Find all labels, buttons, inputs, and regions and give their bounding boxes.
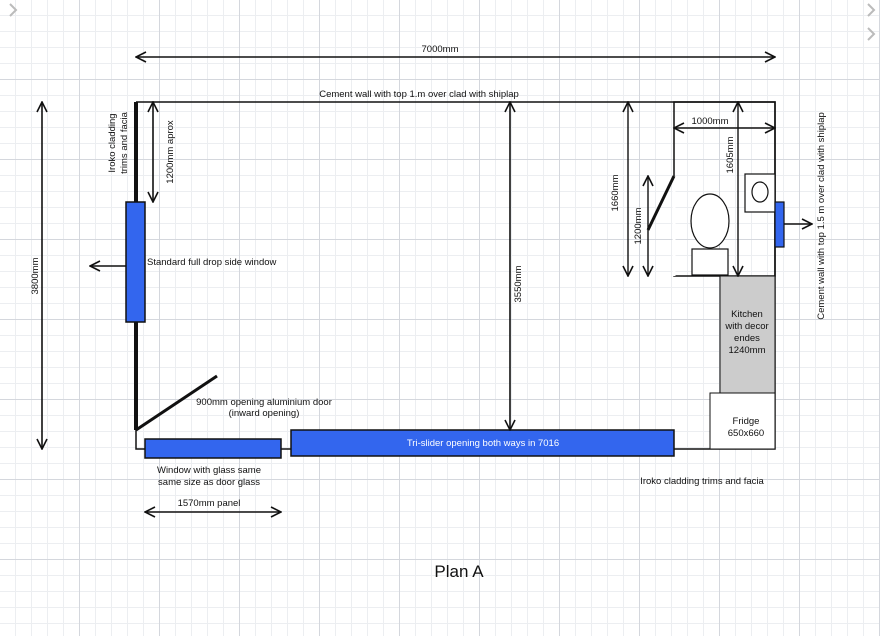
toilet-icon [690, 193, 730, 249]
door-label-1: 900mm opening aluminium door [196, 397, 332, 408]
wc-door-label: 1200mm [633, 207, 644, 244]
kitchen-label-2: with decor [724, 321, 768, 332]
kitchen-label-4: 1240mm [729, 345, 766, 356]
top-wall-label: Cement wall with top 1.m over clad with … [319, 89, 519, 100]
window-height-label: 1200mm aprox [165, 120, 176, 184]
bathroom [646, 101, 776, 277]
panel-label: 1570mm panel [178, 498, 241, 509]
toilet-cistern [691, 248, 729, 276]
door-label-2: (inward opening) [229, 408, 300, 419]
wc-depth-label: 1605mm [725, 136, 736, 173]
wc-width-label: 1000mm [692, 116, 729, 127]
fridge-label-1: Fridge [733, 416, 760, 427]
cladding-left-label-1: Iroko cladding [107, 113, 118, 172]
bathroom-window [774, 201, 785, 248]
corner-handle-icon[interactable] [867, 3, 876, 17]
fridge [709, 392, 776, 450]
overall-width-label: 7000mm [422, 44, 459, 55]
plan-title: Plan A [434, 562, 484, 581]
side-window [125, 201, 146, 323]
trislider-door [290, 429, 675, 457]
corner-handle-icon[interactable] [9, 3, 18, 17]
cladding-bottom-label: Iroko cladding trims and facia [640, 476, 764, 487]
kitchen-label-3: endes [734, 333, 760, 344]
bottom-window [144, 438, 282, 459]
interior-height-label: 3550mm [513, 265, 524, 302]
kitchen-label-1: Kitchen [731, 309, 763, 320]
trislider-label: Tri-slider opening both ways in 7016 [407, 438, 559, 449]
wc-door-clear-label: 1660mm [610, 174, 621, 211]
overall-height-label: 3800mm [30, 257, 41, 294]
side-window-label: Standard full drop side window [147, 257, 277, 268]
bathroom-door-leaf [646, 175, 676, 231]
kitchen-unit [719, 275, 776, 394]
basin-icon [751, 181, 769, 203]
entrance-door-leaf [135, 374, 218, 432]
bottom-window-label-1: Window with glass same [157, 465, 261, 476]
bottom-window-label-2: same size as door glass [158, 477, 260, 488]
cladding-left-label-2: trims and facia [119, 111, 130, 173]
corner-handle-icon[interactable] [867, 27, 876, 41]
right-wall-label: Cement wall with top 1.5 m over clad wit… [816, 112, 827, 320]
fridge-label-2: 650x660 [728, 428, 764, 439]
